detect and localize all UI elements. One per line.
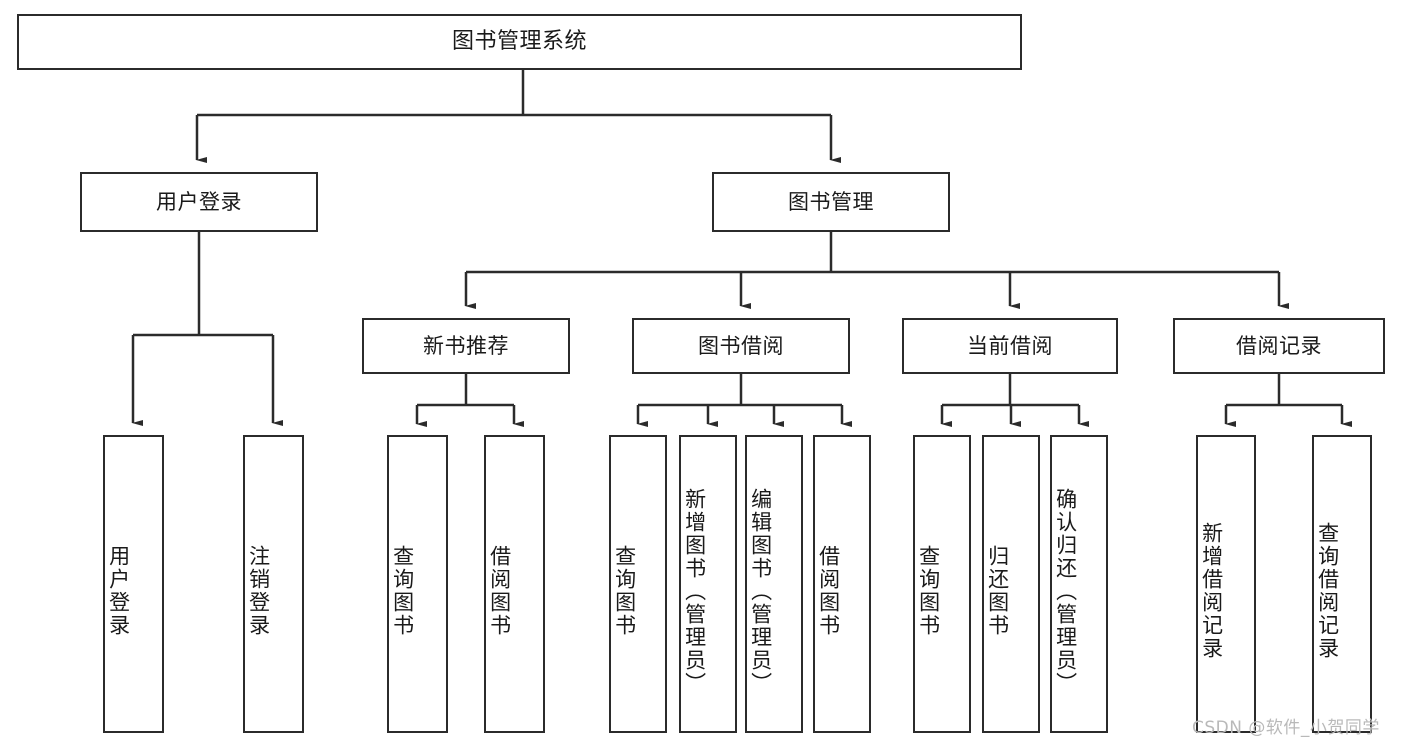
node-leaf-borrow-book-newbook[interactable]: 借阅图书 — [484, 435, 545, 733]
node-leaf-query-borrow-record[interactable]: 查询借阅记录 — [1312, 435, 1372, 733]
node-leaf-return-book-label: 归还图书 — [985, 545, 1010, 637]
node-leaf-query-book-current-label: 查询图书 — [916, 545, 941, 637]
node-leaf-edit-book-admin[interactable]: 编辑图书（管理员） — [745, 435, 803, 733]
node-leaf-query-book-newbook-label: 查询图书 — [390, 545, 415, 637]
node-leaf-borrow-book-label: 借阅图书 — [816, 545, 841, 637]
node-leaf-borrow-book-newbook-label: 借阅图书 — [487, 545, 512, 637]
node-leaf-borrow-book[interactable]: 借阅图书 — [813, 435, 871, 733]
node-leaf-confirm-return-admin[interactable]: 确认归还（管理员） — [1050, 435, 1108, 733]
node-leaf-logout[interactable]: 注销登录 — [243, 435, 304, 733]
node-leaf-add-borrow-record[interactable]: 新增借阅记录 — [1196, 435, 1256, 733]
node-leaf-add-borrow-record-label: 新增借阅记录 — [1199, 522, 1224, 660]
node-book-management[interactable]: 图书管理 — [712, 172, 950, 232]
node-leaf-add-book-admin-label: 新增图书（管理员） — [682, 487, 707, 695]
node-leaf-add-book-admin[interactable]: 新增图书（管理员） — [679, 435, 737, 733]
node-book-borrow[interactable]: 图书借阅 — [632, 318, 850, 374]
node-leaf-query-book-borrow-label: 查询图书 — [612, 545, 637, 637]
node-leaf-edit-book-admin-label: 编辑图书（管理员） — [748, 487, 773, 695]
node-current-borrow[interactable]: 当前借阅 — [902, 318, 1118, 374]
node-leaf-return-book[interactable]: 归还图书 — [982, 435, 1040, 733]
node-borrow-record-label: 借阅记录 — [1236, 333, 1322, 358]
node-leaf-confirm-return-admin-label: 确认归还（管理员） — [1053, 487, 1078, 695]
node-user-login[interactable]: 用户登录 — [80, 172, 318, 232]
node-leaf-query-borrow-record-label: 查询借阅记录 — [1315, 522, 1340, 660]
node-root-system-label: 图书管理系统 — [451, 29, 587, 55]
node-leaf-query-book-current[interactable]: 查询图书 — [913, 435, 971, 733]
node-leaf-query-book-newbook[interactable]: 查询图书 — [387, 435, 448, 733]
node-new-book-recommend[interactable]: 新书推荐 — [362, 318, 570, 374]
node-root-system[interactable]: 图书管理系统 — [17, 14, 1022, 70]
node-book-management-label: 图书管理 — [788, 189, 874, 214]
node-leaf-user-login[interactable]: 用户登录 — [103, 435, 164, 733]
node-borrow-record[interactable]: 借阅记录 — [1173, 318, 1385, 374]
node-leaf-user-login-label: 用户登录 — [106, 545, 131, 637]
node-new-book-recommend-label: 新书推荐 — [423, 333, 509, 358]
node-leaf-query-book-borrow[interactable]: 查询图书 — [609, 435, 667, 733]
node-user-login-label: 用户登录 — [156, 189, 242, 214]
node-current-borrow-label: 当前借阅 — [967, 333, 1053, 358]
node-leaf-logout-label: 注销登录 — [246, 545, 271, 637]
node-book-borrow-label: 图书借阅 — [698, 333, 784, 358]
